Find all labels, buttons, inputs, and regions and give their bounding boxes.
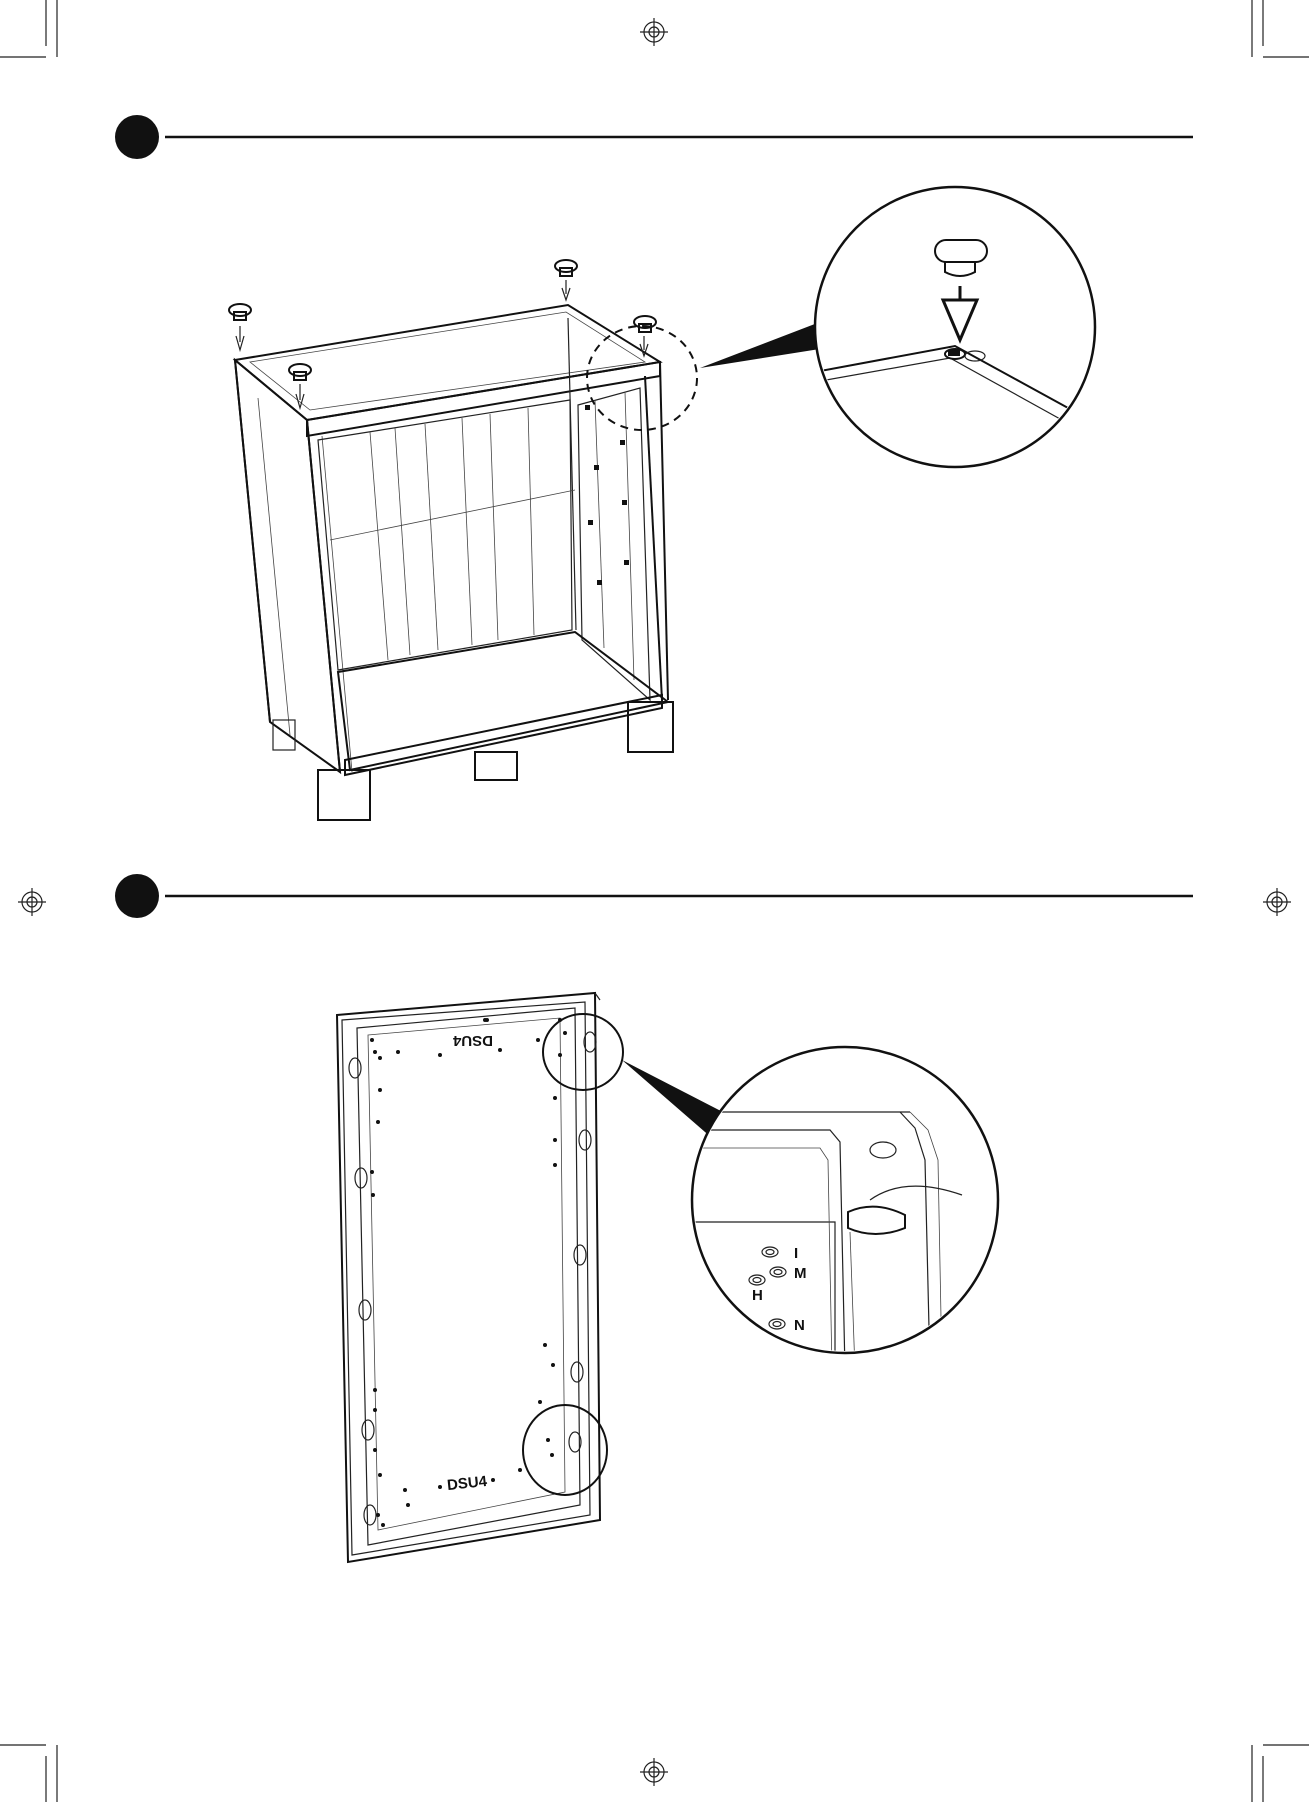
cap-front-left: [229, 304, 251, 350]
hole-label-i: I: [794, 1245, 798, 1262]
step-2-header: [115, 874, 1193, 918]
panel-label-bottom: DSU4: [446, 1473, 488, 1494]
registration-mark-bottom: [640, 1758, 668, 1786]
foot-front-middle: [475, 752, 517, 780]
cap-back-right: [634, 316, 656, 356]
step-2-bullet: [115, 874, 159, 918]
zoom-detail-panel-corner: I M H N: [690, 1047, 998, 1370]
detail-highlight-top-corner: [543, 1014, 623, 1090]
step-1-bullet: [115, 115, 159, 159]
step-1-header: [115, 115, 1193, 159]
cabinet-frame-illustration: [235, 305, 673, 820]
hole-label-h: H: [752, 1287, 763, 1304]
panel-label-top: DSU4: [452, 1032, 493, 1049]
cap-front-middle: [289, 364, 311, 408]
zoom-detail-cap-insertion: [815, 187, 1095, 467]
side-panel-illustration: DSU4 DSU4: [337, 993, 600, 1562]
hole-label-n: N: [794, 1317, 805, 1334]
callout-pointer-step-1: [700, 322, 826, 368]
registration-mark-right: [1263, 888, 1291, 916]
foot-front-left: [318, 770, 370, 820]
registration-mark-top: [640, 18, 668, 46]
hole-label-m: M: [794, 1265, 807, 1282]
registration-mark-left: [18, 888, 46, 916]
cap-back-middle: [555, 260, 577, 300]
detail-highlight-step-1: [587, 326, 697, 430]
